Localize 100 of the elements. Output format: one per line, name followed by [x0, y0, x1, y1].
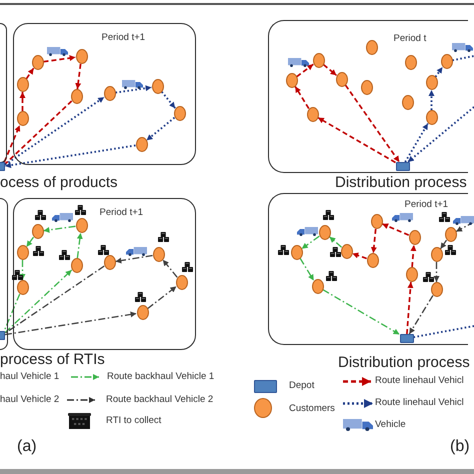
customer-node [16, 280, 28, 295]
dash-dot-arrow [301, 236, 320, 250]
customer-node [318, 225, 330, 240]
dashed-arrow [294, 86, 310, 110]
legend-label: Customers [289, 403, 335, 415]
dashed-arrow [382, 223, 410, 236]
legend-label: Vehicle [375, 419, 406, 431]
customer-node [430, 282, 442, 297]
dotted-arrow [146, 116, 176, 142]
panel-letter: (b) [450, 437, 470, 457]
dash-dot-arrow [26, 236, 34, 248]
dash-dot-arrow [408, 295, 434, 334]
customer-node [174, 106, 186, 121]
period-label: Period t+1 [102, 32, 146, 44]
dashed-arrow [352, 252, 367, 260]
dashed-arrow [344, 84, 400, 162]
dash-dot-arrow [434, 262, 440, 282]
dash-dot-arrow [300, 258, 314, 281]
dash-dot-line [4, 294, 20, 331]
dashed-line [4, 100, 72, 165]
dash-dot-arrow [115, 254, 153, 264]
legend-label: Depot [289, 380, 314, 392]
dashed-arrow [370, 228, 377, 254]
legend-label: haul Vehicle 1 [0, 371, 60, 383]
dash-dot-arrow [4, 270, 72, 334]
legend-label: Route backhaul Vehicle 2 [106, 394, 214, 406]
customer-node [136, 305, 148, 320]
dashed-arrow [296, 64, 314, 78]
dash-dot-arrow [43, 226, 76, 233]
dashed-arrow [20, 92, 26, 111]
legend-label: Route backhaul Vehicle 1 [107, 371, 214, 383]
dashed-arrow [406, 282, 414, 334]
section-title: Distribution process [338, 354, 470, 372]
dashed-arrow [26, 68, 34, 80]
dash-dot-arrow [4, 312, 137, 336]
period-label: Period t [394, 32, 426, 44]
dotted-arrow [4, 144, 136, 168]
legend-label: Route linehaul Vehicl [375, 375, 464, 387]
customer-node [152, 247, 164, 262]
customer-node [336, 72, 348, 87]
customer-node [152, 79, 164, 94]
dotted-arrow [434, 66, 444, 78]
customer-node [306, 107, 318, 122]
customer-node [404, 55, 416, 70]
panel-letter: (a) [17, 437, 37, 457]
customer-node [426, 75, 438, 90]
depot-node [0, 330, 5, 340]
customer-node [32, 224, 44, 239]
customer-node [70, 89, 82, 104]
customer-node [370, 214, 382, 229]
customer-node [340, 244, 352, 259]
customer-node [286, 73, 298, 88]
customer-node [406, 267, 418, 282]
period-panel [0, 23, 7, 163]
customer-node [136, 137, 148, 152]
period-label: Period t+1 [404, 198, 448, 210]
dash-dot-arrow [456, 221, 474, 232]
customer-node [430, 247, 442, 262]
section-title: process of RTIs [0, 351, 105, 369]
customer-node [290, 245, 302, 260]
depot-node [396, 162, 410, 171]
depot-node [0, 162, 5, 171]
customer-node [444, 227, 456, 242]
customer-node [360, 80, 372, 95]
customer-node [440, 54, 452, 69]
dash-dot-arrow [322, 289, 400, 335]
dash-dot-arrow [162, 259, 178, 278]
dash-dot-arrow [440, 240, 448, 250]
period-panel [0, 198, 8, 350]
dash-dot-arrow [147, 286, 177, 310]
dotted-arrow [4, 96, 105, 166]
dotted-arrow [161, 91, 176, 109]
customer-node [408, 230, 420, 245]
dash-dot-arrow [20, 260, 26, 280]
customer-node [402, 95, 414, 110]
depot-node [400, 334, 414, 343]
dotted-line [413, 325, 474, 338]
customer-node [32, 55, 44, 70]
customer-node [312, 53, 324, 68]
legend-label: haul Vehicle 2 [0, 394, 60, 406]
dash-dot-arrow [328, 236, 342, 248]
dashed-arrow [4, 124, 20, 162]
customer-node [426, 110, 438, 125]
section-title: ocess of products [0, 174, 118, 192]
dotted-arrow [407, 106, 474, 163]
dotted-arrow [428, 90, 434, 110]
legend-label: RTI to collect [106, 415, 162, 427]
dashed-arrow [322, 64, 338, 76]
section-title: Distribution process [335, 174, 467, 192]
dashed-arrow [75, 64, 82, 90]
customer-node [16, 111, 28, 126]
dotted-line [452, 55, 474, 62]
customer-node [176, 275, 188, 290]
dotted-arrow [404, 123, 429, 162]
dotted-arrow [115, 85, 152, 94]
customer-node [76, 49, 88, 64]
customer-node [16, 245, 28, 260]
dash-dot-line [4, 266, 105, 334]
legend-label: Route linehaul Vehicl [375, 397, 464, 409]
dashed-arrow [410, 244, 416, 268]
